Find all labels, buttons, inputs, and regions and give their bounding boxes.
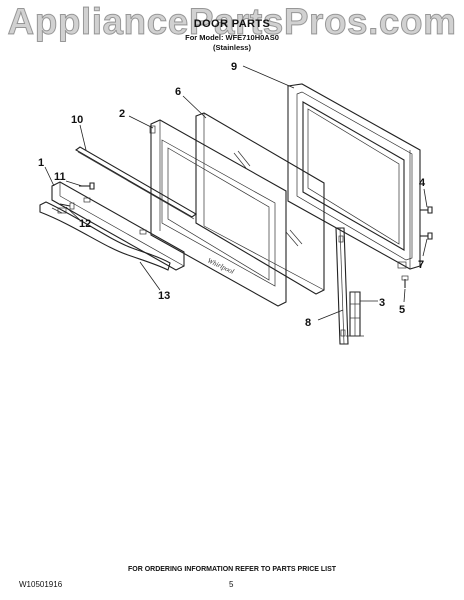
- callout-labels: 1 2 3 4 5 6 7 8 9 10 11 12 13: [38, 61, 426, 329]
- watermark: AppliancePartsPros.com: [7, 1, 457, 43]
- callout-6: 6: [175, 86, 181, 98]
- leader-lines: [44, 65, 428, 321]
- part-7-screw: [420, 232, 433, 240]
- part-9-door-liner: [287, 83, 421, 270]
- document-number: W10501916: [19, 580, 63, 589]
- part-8-hinge-channel: [335, 227, 349, 345]
- part-1-handle-support: [51, 181, 185, 271]
- callout-2: 2: [119, 108, 125, 120]
- callout-1: 1: [38, 157, 44, 169]
- callout-7: 7: [418, 259, 424, 271]
- part-4-screw: [420, 206, 433, 214]
- callout-4: 4: [419, 177, 426, 189]
- part-12-screw: [59, 202, 75, 210]
- part-13-door-handle: [39, 201, 171, 271]
- part-3-hinge: [346, 291, 364, 337]
- page-title: DOOR PARTS: [193, 18, 271, 30]
- callout-10: 10: [71, 114, 83, 126]
- variant-line: (Stainless): [213, 43, 251, 52]
- callout-13: 13: [158, 290, 170, 302]
- model-line: For Model: WFE710H0AS0: [185, 33, 279, 42]
- part-5-screw: [401, 275, 409, 288]
- callout-12: 12: [79, 218, 91, 230]
- callout-11: 11: [54, 171, 66, 183]
- callout-5: 5: [399, 304, 405, 316]
- part-10-trim-strip: [75, 146, 197, 220]
- part-2-outer-door: Whirlpool: [149, 119, 287, 307]
- callout-3: 3: [379, 297, 385, 309]
- page-number: 5: [229, 580, 234, 589]
- ordering-info: FOR ORDERING INFORMATION REFER TO PARTS …: [127, 566, 337, 573]
- callout-9: 9: [231, 61, 237, 73]
- part-6-glass-panel: [195, 112, 325, 295]
- brand-logo: Whirlpool: [206, 257, 235, 276]
- callout-8: 8: [305, 317, 311, 329]
